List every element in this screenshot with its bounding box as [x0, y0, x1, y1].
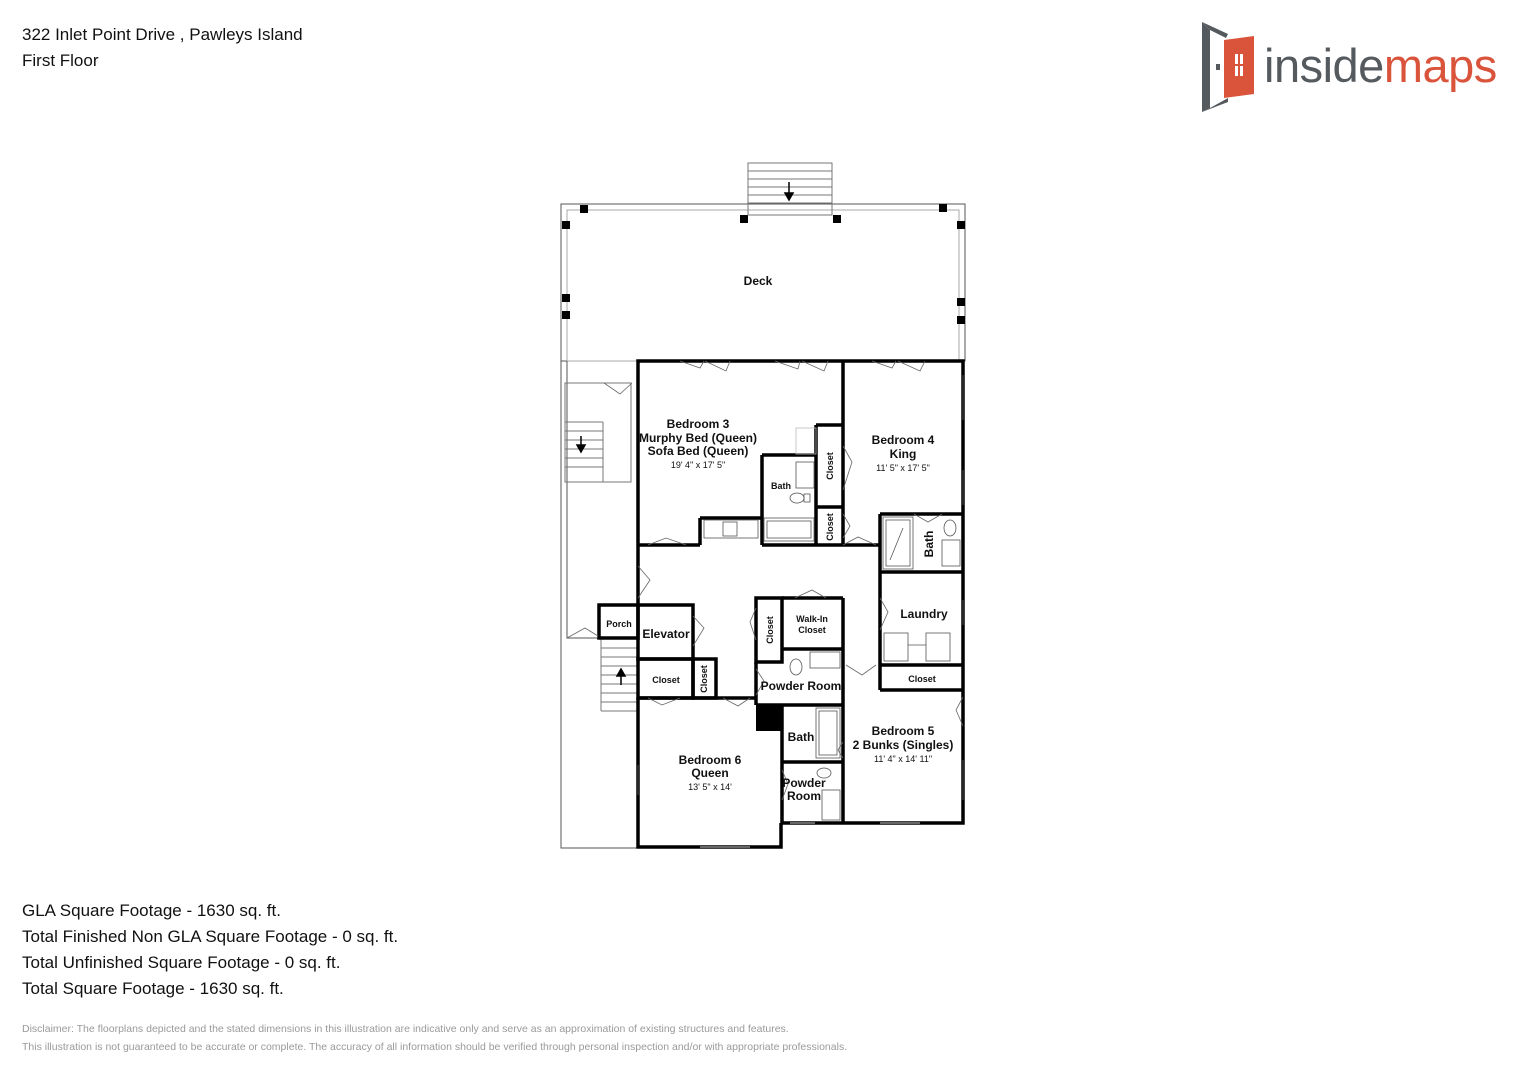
non-gla-footage: Total Finished Non GLA Square Footage - … [22, 927, 399, 946]
walls [597, 359, 965, 849]
room-dims-bedroom-5: 11' 4" x 14' 11" [874, 754, 932, 764]
up-arrow-icon [615, 667, 627, 685]
room-label-walkin-2: Closet [798, 625, 826, 635]
room-dims-bedroom-3: 19' 4" x 17' 5" [671, 460, 725, 470]
room-label-bedroom-3-bed2: Sofa Bed (Queen) [648, 444, 749, 458]
room-label-bedroom-3: Bedroom 3 [667, 417, 730, 431]
address: 322 Inlet Point Drive , Pawleys Island [22, 25, 303, 44]
logo-wordmark: insidemaps [1264, 36, 1497, 96]
room-label-porch: Porch [606, 619, 632, 629]
shaft-block [756, 705, 782, 731]
room-label-closet-b4-upper: Closet [825, 452, 835, 480]
unfinished-footage: Total Unfinished Square Footage - 0 sq. … [22, 953, 341, 972]
total-footage: Total Square Footage - 1630 sq. ft. [22, 979, 284, 998]
room-label-closet-b: Closet [699, 665, 709, 693]
square-footage: GLA Square Footage - 1630 sq. ft. Total … [22, 898, 398, 1002]
dryer-icon [925, 632, 951, 662]
logo-text-inside: inside [1264, 39, 1384, 92]
gla-footage: GLA Square Footage - 1630 sq. ft. [22, 901, 281, 920]
room-label-bath-b4: Bath [922, 531, 936, 558]
door-logo-icon [1202, 22, 1254, 112]
sink-icon [821, 789, 841, 821]
room-label-bedroom-4-bed: King [890, 447, 917, 461]
toilet-icon [816, 767, 832, 779]
room-label-bedroom-6: Bedroom 6 [679, 753, 742, 767]
logo-text-maps: maps [1383, 39, 1497, 92]
room-label-closet-a: Closet [652, 675, 680, 685]
toilet-icon [789, 658, 803, 676]
bathtub-icon [815, 707, 841, 759]
fixtures [703, 427, 961, 821]
bathtub-icon [763, 517, 815, 542]
room-label-walkin-1: Walk-In [796, 614, 828, 624]
disclaimer: Disclaimer: The floorplans depicted and … [22, 1020, 847, 1056]
shower-icon [882, 516, 914, 570]
down-arrow-icon [575, 436, 587, 454]
room-label-bath-mid: Bath [788, 730, 815, 744]
sink-icon [809, 651, 841, 669]
room-label-powder-room-2b: Room [787, 789, 821, 803]
windows [637, 360, 964, 848]
room-label-laundry: Laundry [900, 607, 948, 621]
sink-icon [941, 539, 961, 567]
insidemaps-logo: insidemaps [1198, 20, 1510, 114]
room-label-bedroom-5-bed: 2 Bunks (Singles) [853, 738, 954, 752]
room-label-closet-b5: Closet [908, 674, 936, 684]
toilet-icon [789, 492, 805, 504]
sink-icon [722, 521, 738, 537]
room-label-deck: Deck [744, 274, 773, 288]
room-labels: Deck Bedroom 3 Murphy Bed (Queen) Sofa B… [606, 274, 953, 803]
room-label-bath-b3: Bath [771, 481, 791, 491]
doors [566, 382, 964, 801]
sink-icon [795, 461, 815, 489]
disclaimer-line-2: This illustration is not guaranteed to b… [22, 1041, 848, 1053]
room-label-bedroom-6-bed: Queen [691, 766, 728, 780]
disclaimer-line-1: Disclaimer: The floorplans depicted and … [22, 1023, 789, 1035]
room-dims-bedroom-4: 11' 5" x 17' 5" [876, 463, 930, 473]
top-stairs [747, 162, 833, 216]
room-label-elevator: Elevator [642, 627, 690, 641]
room-label-bedroom-5: Bedroom 5 [872, 724, 935, 738]
room-label-bedroom-4: Bedroom 4 [872, 433, 935, 447]
room-label-powder-room-2a: Powder [782, 776, 826, 790]
toilet-icon [943, 519, 957, 537]
floor-name: First Floor [22, 51, 99, 70]
washer-icon [883, 632, 909, 662]
room-label-powder-room: Powder Room [761, 679, 842, 693]
room-label-bedroom-3-bed1: Murphy Bed (Queen) [639, 431, 757, 445]
room-label-closet-hall: Closet [765, 616, 775, 644]
header: 322 Inlet Point Drive , Pawleys Island F… [22, 22, 303, 74]
left-stairs-upper [564, 382, 632, 483]
room-label-closet-b4-lower: Closet [825, 513, 835, 541]
deck-posts [562, 204, 965, 324]
down-arrow-icon [783, 182, 795, 202]
room-dims-bedroom-6: 13' 5" x 14' [688, 782, 732, 792]
